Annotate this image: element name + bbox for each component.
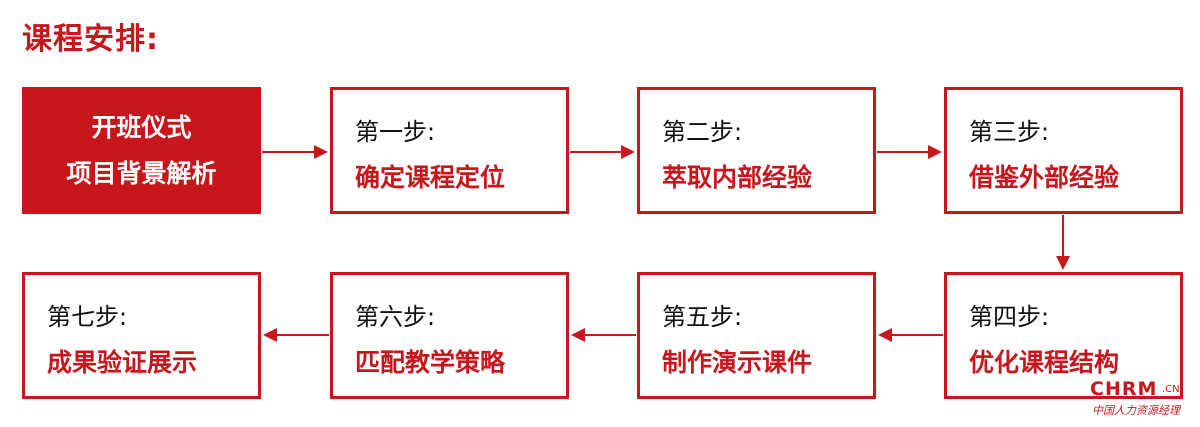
- logo-main-text: CHRM: [1090, 378, 1158, 400]
- arrow-head-left: [263, 328, 277, 342]
- start-box: 开班仪式 项目背景解析: [22, 87, 261, 214]
- step-box-6: 第六步: 匹配教学策略: [330, 272, 569, 399]
- step-action: 萃取内部经验: [662, 163, 813, 192]
- step-label: 第七步:: [47, 303, 128, 331]
- step-label: 第一步:: [355, 118, 436, 146]
- step-action: 借鉴外部经验: [969, 163, 1120, 192]
- step-action: 确定课程定位: [355, 163, 506, 192]
- arrow-head-right: [621, 145, 635, 159]
- step-label: 第三步:: [969, 118, 1050, 146]
- arrow-head-down: [1056, 256, 1070, 270]
- step-label: 第二步:: [662, 118, 743, 146]
- step-label: 第五步:: [662, 303, 743, 331]
- step-action: 制作演示课件: [662, 348, 813, 377]
- chrm-logo: CHRM .CN 中国人力资源经理: [1088, 378, 1192, 418]
- step-box-3: 第三步: 借鉴外部经验: [944, 87, 1183, 214]
- step-box-7: 第七步: 成果验证展示: [22, 272, 261, 399]
- start-box-line1: 开班仪式: [91, 112, 192, 142]
- step-box-2: 第二步: 萃取内部经验: [637, 87, 876, 214]
- arrow-head-right: [314, 145, 328, 159]
- start-box-line2: 项目背景解析: [66, 158, 217, 188]
- step-box-5: 第五步: 制作演示课件: [637, 272, 876, 399]
- step-box-1: 第一步: 确定课程定位: [330, 87, 569, 214]
- step-action: 优化课程结构: [969, 348, 1120, 377]
- page-title: 课程安排:: [22, 22, 159, 57]
- step-action: 成果验证展示: [47, 348, 198, 377]
- step-label: 第四步:: [969, 303, 1050, 331]
- logo-suffix-text: .CN: [1162, 384, 1180, 395]
- step-action: 匹配教学策略: [355, 348, 506, 377]
- arrow-head-right: [928, 145, 942, 159]
- logo-subtitle: 中国人力资源经理: [1092, 404, 1180, 417]
- step-label: 第六步:: [355, 303, 436, 331]
- arrow-head-left: [878, 328, 892, 342]
- step-box-4: 第四步: 优化课程结构: [944, 272, 1183, 399]
- arrow-head-left: [571, 328, 585, 342]
